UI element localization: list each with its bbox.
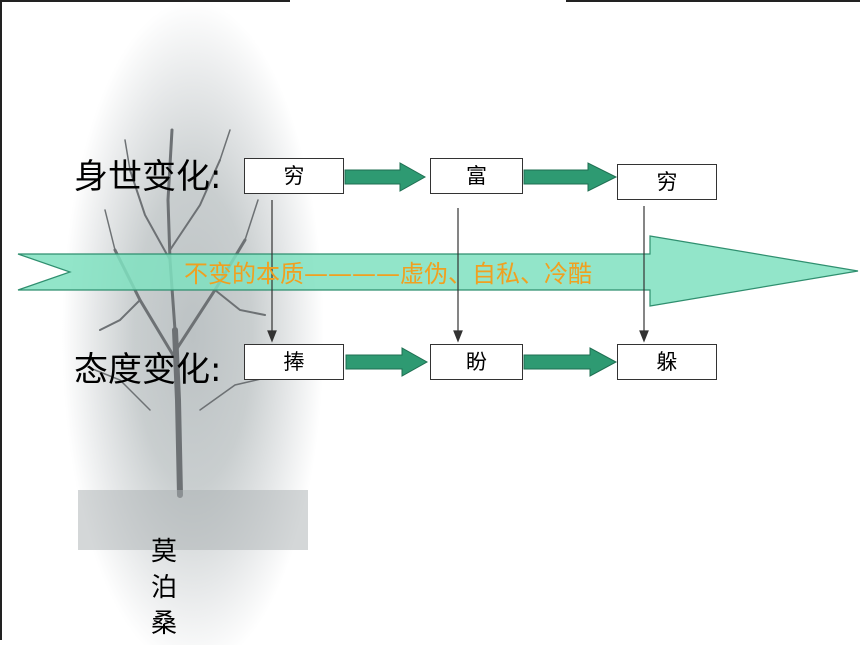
fortune-arrow-2 — [523, 162, 618, 192]
fortune-box-1: 穷 — [244, 158, 344, 194]
attitude-arrow-1 — [345, 347, 429, 377]
attitude-arrow-2 — [523, 347, 618, 377]
vertical-arrows — [267, 200, 649, 343]
caption-char-1: 莫 — [150, 537, 177, 567]
author-caption: 莫 泊 桑 — [146, 534, 182, 642]
top-border-right — [566, 0, 860, 2]
essence-band-arrow — [17, 235, 859, 307]
attitude-row-label: 态度变化: — [74, 350, 222, 390]
attitude-box-2: 盼 — [430, 344, 523, 380]
fortune-box-2: 富 — [430, 158, 523, 194]
fortune-row-label: 身世变化: — [74, 157, 222, 197]
caption-char-3: 桑 — [150, 609, 177, 639]
caption-char-2: 泊 — [150, 573, 177, 603]
fortune-box-3: 穷 — [617, 164, 717, 200]
attitude-box-1: 捧 — [244, 344, 344, 380]
fortune-arrow-1 — [344, 162, 427, 192]
ground — [78, 490, 308, 550]
tree-illustration — [94, 128, 266, 498]
attitude-box-3: 躲 — [617, 344, 717, 380]
essence-band-text: 不变的本质————虚伪、自私、冷酷 — [184, 260, 592, 288]
left-border — [0, 0, 2, 640]
